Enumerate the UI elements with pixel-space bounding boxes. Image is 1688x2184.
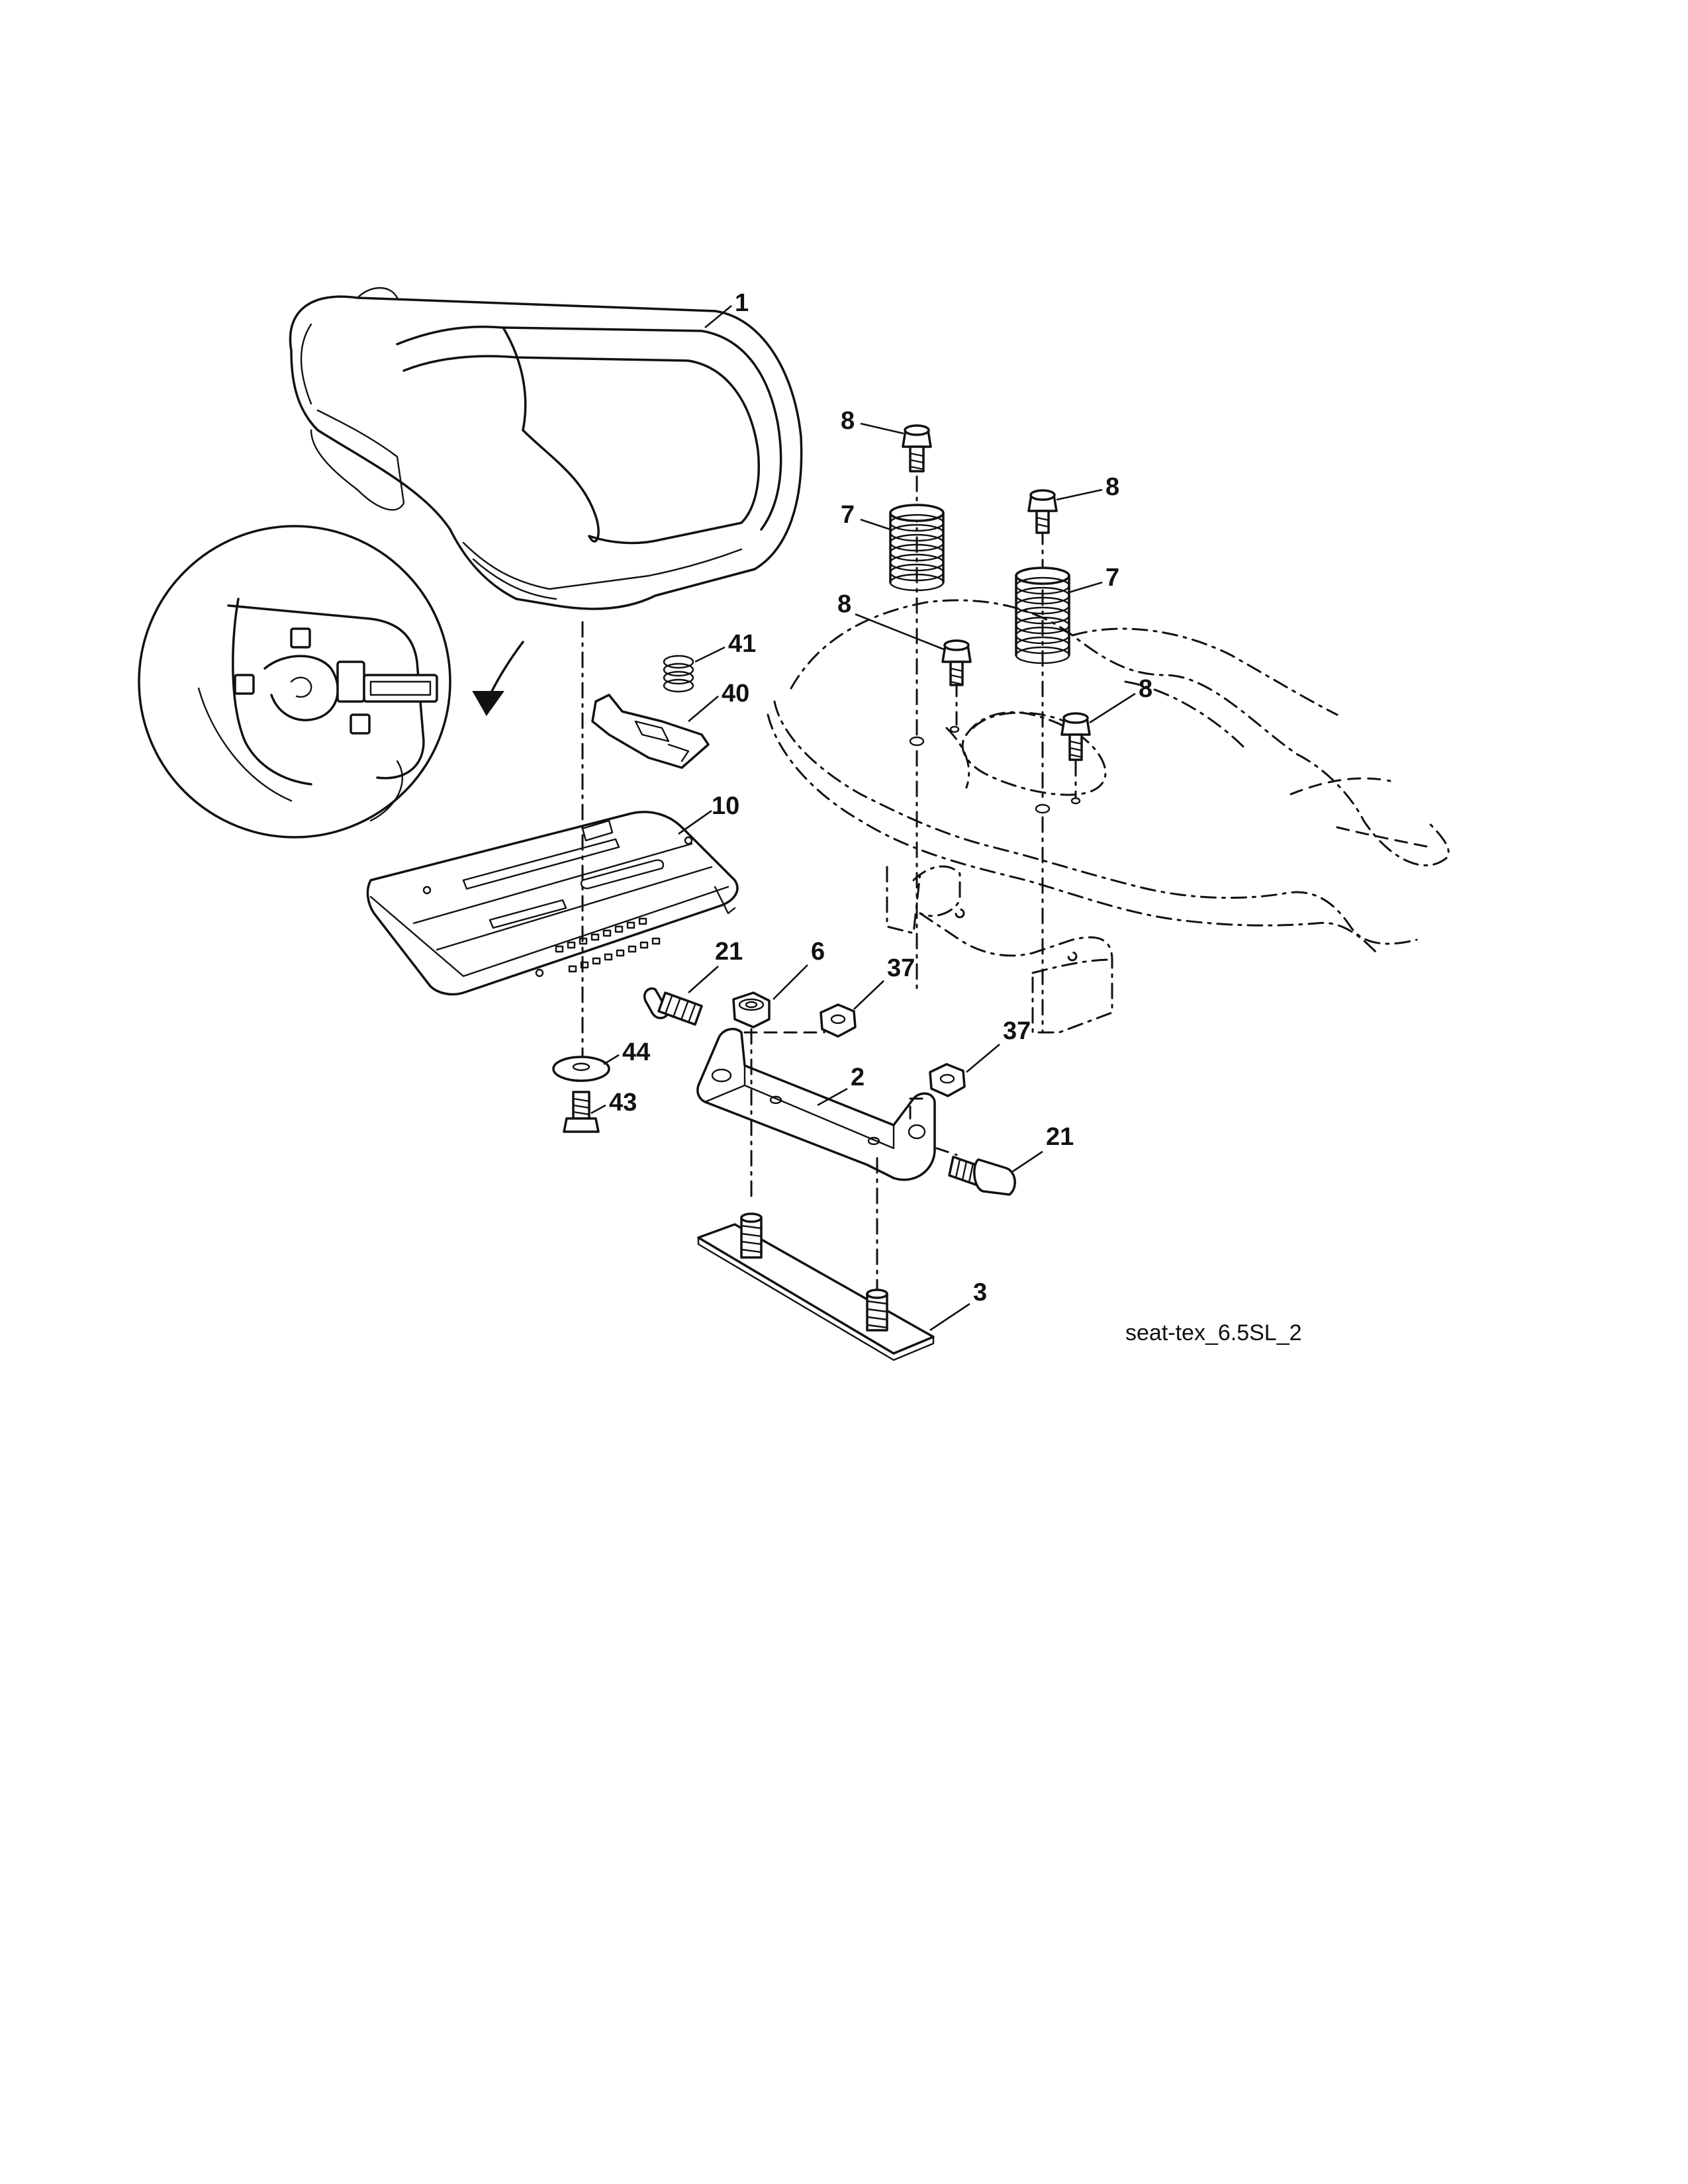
callout-6: 6 [811, 938, 825, 966]
nut-6 [732, 991, 771, 1028]
bolt-8-upper-right [1027, 489, 1058, 534]
callout-37-lower: 37 [1003, 1017, 1031, 1045]
leader-44 [603, 1054, 620, 1066]
nut-37-lower [929, 1063, 966, 1097]
bolt-21-left [643, 987, 703, 1026]
leader-41 [694, 646, 726, 663]
callout-10: 10 [712, 792, 739, 820]
callout-44: 44 [622, 1038, 650, 1066]
leader-21-left [688, 966, 719, 993]
callout-41: 41 [728, 630, 756, 658]
callout-7-right: 7 [1105, 564, 1119, 592]
seat-pan-10 [366, 811, 739, 996]
callout-8-upper-left: 8 [841, 407, 855, 435]
callout-2: 2 [851, 1064, 865, 1091]
detail-view-circle [138, 525, 524, 839]
callout-1: 1 [735, 289, 749, 317]
leader-10 [678, 809, 712, 835]
leader-7-left [860, 518, 891, 531]
callout-40: 40 [722, 680, 749, 707]
nut-37-upper [820, 1003, 857, 1038]
frame-hole-3 [1035, 803, 1051, 814]
centerline-21-right [935, 1147, 958, 1156]
callout-7-left: 7 [841, 501, 855, 529]
leader-6 [773, 964, 808, 1000]
callout-21-right: 21 [1046, 1123, 1074, 1151]
bolt-8-upper-left [902, 424, 932, 473]
leader-40 [688, 696, 719, 722]
leader-8-mid-right [1089, 692, 1136, 724]
leader-8-upper-left [860, 422, 904, 435]
tractor-frame-outline [767, 599, 1450, 1034]
callout-8-upper-right: 8 [1105, 473, 1119, 501]
bracket-2 [696, 1028, 936, 1181]
callout-8-mid-left: 8 [837, 590, 851, 618]
callout-43: 43 [609, 1089, 637, 1116]
leader-21-right [1012, 1150, 1043, 1173]
spring-7-left [889, 504, 945, 592]
frame-hole-4 [1070, 797, 1081, 805]
leader-8-upper-right [1056, 488, 1103, 501]
spring-7-right [1015, 567, 1070, 664]
bolt-43 [563, 1091, 600, 1133]
centerline-37b [909, 1097, 928, 1120]
leader-2 [817, 1087, 848, 1107]
frame-hole-2 [949, 725, 960, 733]
bolt-21-right [948, 1156, 1016, 1196]
leader-37-upper [853, 980, 884, 1010]
mounting-plate-3 [697, 1212, 935, 1361]
bolt-8-mid-right [1060, 712, 1091, 761]
spring-41 [663, 655, 694, 693]
leader-3 [929, 1302, 970, 1332]
leader-1 [704, 304, 732, 329]
seat-switch-plate-40 [591, 694, 710, 769]
leader-7-right [1068, 581, 1103, 594]
callout-37-upper: 37 [887, 954, 915, 982]
figure-id: seat-tex_6.5SL_2 [1125, 1320, 1302, 1345]
callout-3: 3 [973, 1279, 987, 1306]
washer-44 [552, 1056, 610, 1082]
callout-21-left: 21 [715, 938, 743, 966]
leader-37-lower [966, 1044, 1000, 1073]
bolt-8-mid-left [941, 639, 972, 686]
callout-8-mid-right: 8 [1139, 675, 1152, 703]
seat [289, 287, 803, 610]
leader-43 [590, 1104, 606, 1115]
frame-hole-1 [909, 736, 925, 747]
leader-8-mid-left [855, 613, 946, 651]
